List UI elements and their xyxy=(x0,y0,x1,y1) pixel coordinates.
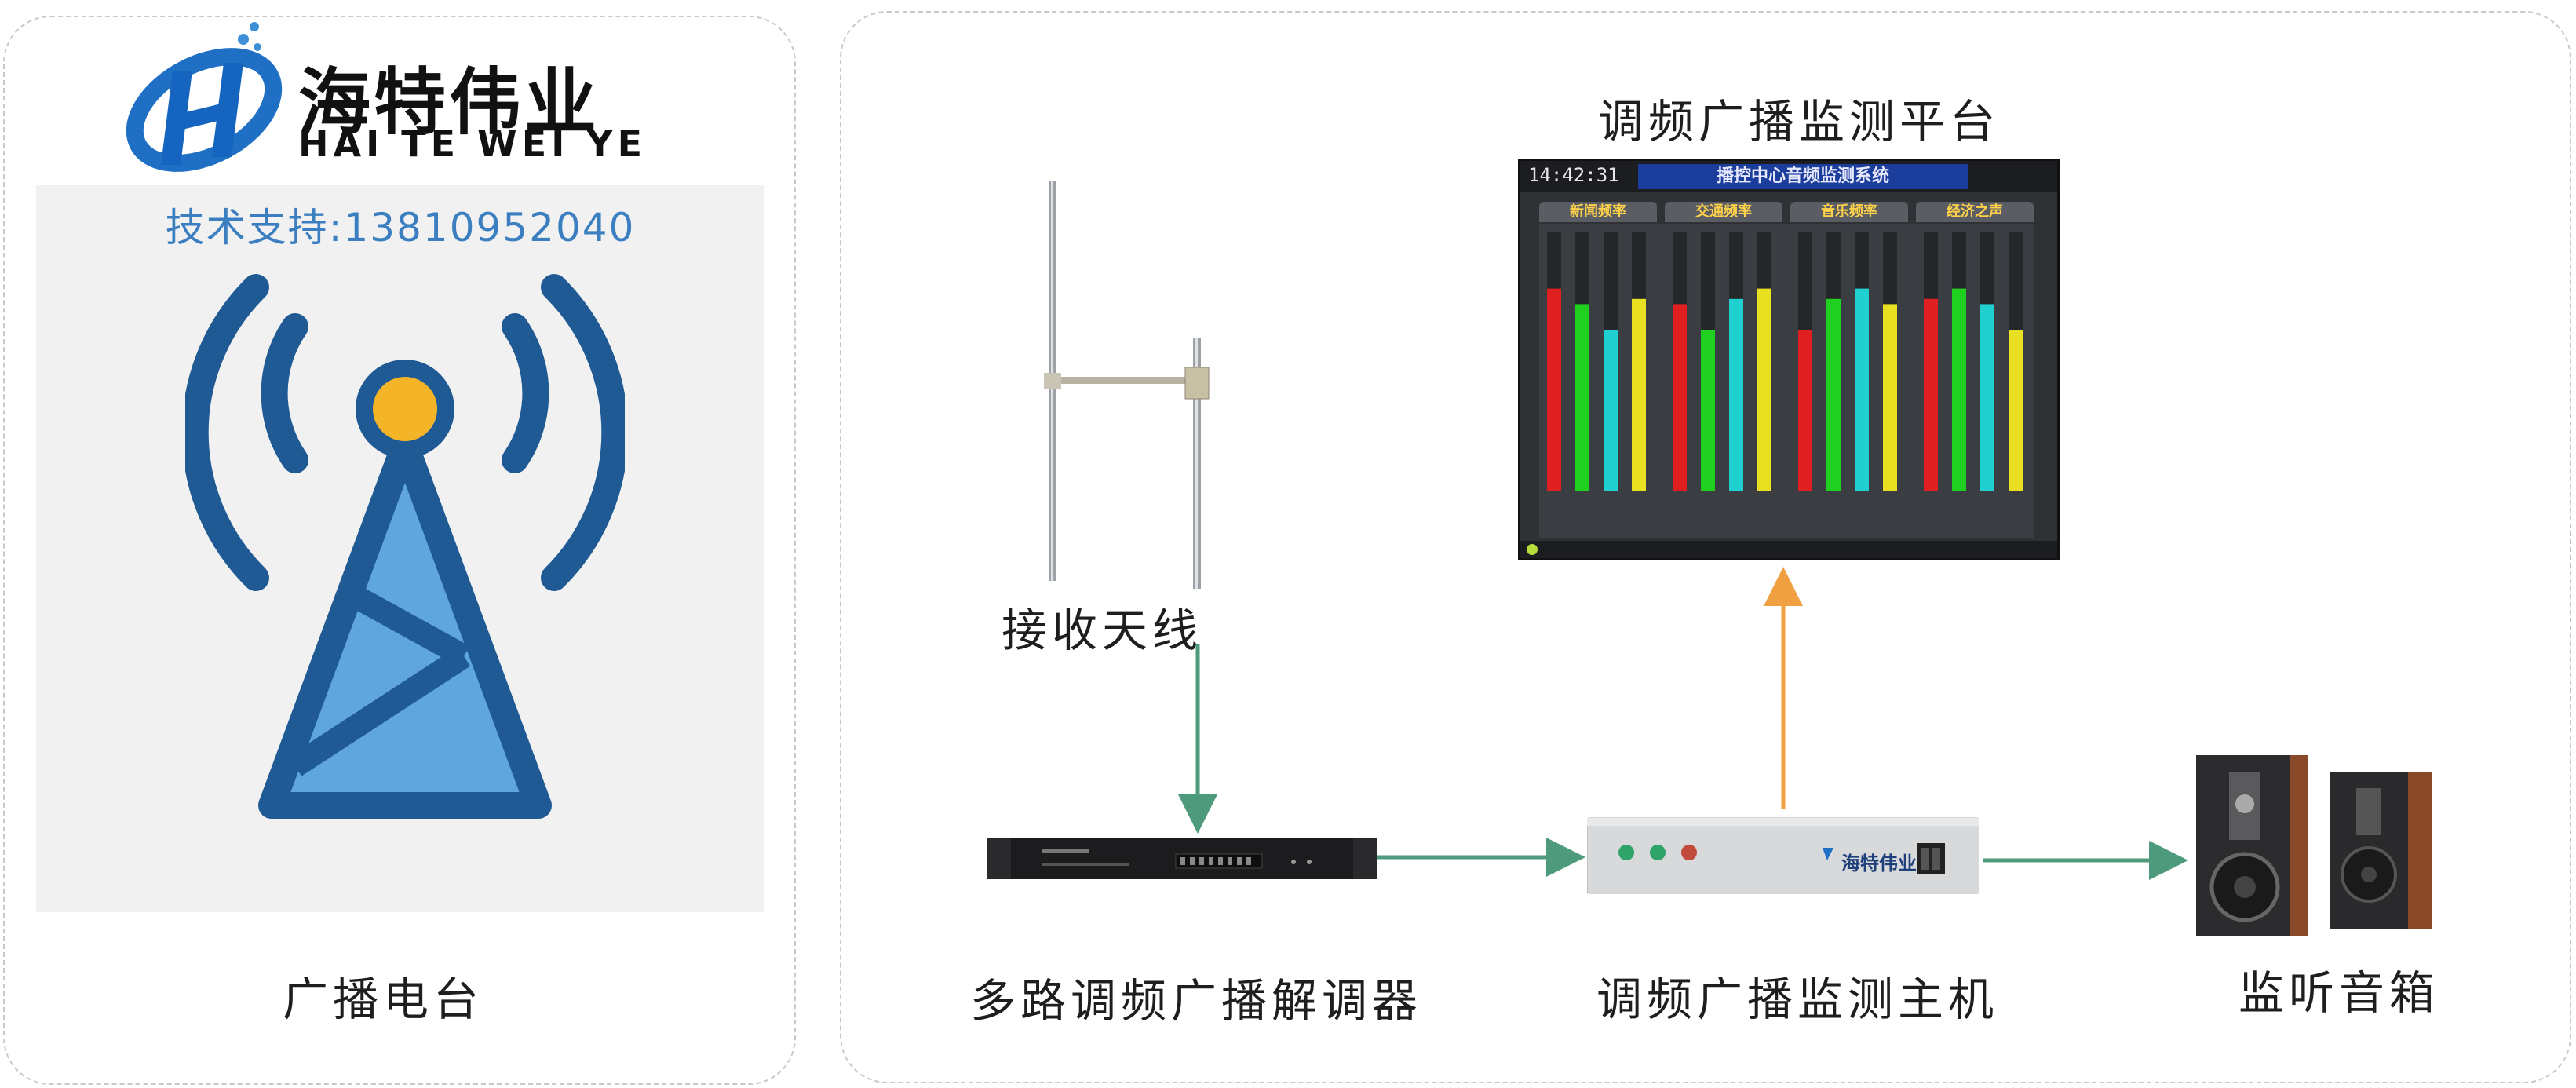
demodulator-device-icon xyxy=(987,838,1377,879)
monitoring-platform-screen: 14:42:31 播控中心音频监测系统 新闻频率 交通频率 音乐频率 经济之声 xyxy=(1518,159,2060,560)
meter-bar xyxy=(1757,288,1771,491)
meter-bar xyxy=(1575,304,1589,491)
logo-chinese-name: 海特伟业 xyxy=(298,60,600,144)
demodulator-label: 多路调频广播解调器 xyxy=(970,974,1423,1028)
meter-bar xyxy=(1673,304,1687,491)
monitor-group-title: 音乐频率 xyxy=(1790,202,1908,222)
monitor-clock: 14:42:31 xyxy=(1528,164,1619,186)
meter-bar xyxy=(1604,330,1618,491)
monitoring-system-panel xyxy=(840,11,2571,1083)
monitor-group-title: 经济之声 xyxy=(1916,202,2034,222)
meter-bar xyxy=(1798,330,1812,491)
monitoring-host-device-icon xyxy=(1587,817,1979,894)
meter-bar xyxy=(1952,288,1966,491)
speaker-label: 监听音箱 xyxy=(2238,966,2440,1020)
radio-station-label: 广播电台 xyxy=(283,973,484,1026)
company-logo-icon xyxy=(126,22,283,172)
meter-bar xyxy=(1632,298,1646,491)
speaker-icon xyxy=(2196,755,2432,936)
monitor-group-title: 新闻频率 xyxy=(1539,202,1657,222)
antenna-icon xyxy=(1044,181,1210,589)
logo-english-name: HAI TE WEI YE xyxy=(298,122,648,165)
meter-bar xyxy=(1826,298,1841,491)
meter-bar xyxy=(1855,288,1869,491)
meter-bar xyxy=(1883,304,1897,491)
host-brand-mark: 海特伟业 xyxy=(1841,853,1917,874)
meter-bar xyxy=(1729,298,1743,491)
platform-label: 调频广播监测平台 xyxy=(1598,95,2001,148)
radio-station-panel xyxy=(3,16,796,1085)
monitor-group-title: 交通频率 xyxy=(1665,202,1782,222)
host-label: 调频广播监测主机 xyxy=(1596,973,1999,1026)
tower-card: 技术支持:13810952040 xyxy=(36,185,764,912)
meter-bar xyxy=(1924,298,1938,491)
meter-bar xyxy=(1701,330,1715,491)
meter-bar xyxy=(1547,288,1561,491)
monitor-title: 播控中心音频监测系统 xyxy=(1638,164,1968,189)
level-meters xyxy=(1539,224,2034,538)
antenna-label: 接收天线 xyxy=(1002,604,1203,657)
support-phone: 技术支持:13810952040 xyxy=(165,205,636,250)
meter-bar xyxy=(2009,330,2023,491)
status-led-icon xyxy=(1527,544,1538,555)
radio-tower-icon xyxy=(185,274,625,819)
meter-bar xyxy=(1980,304,1994,491)
